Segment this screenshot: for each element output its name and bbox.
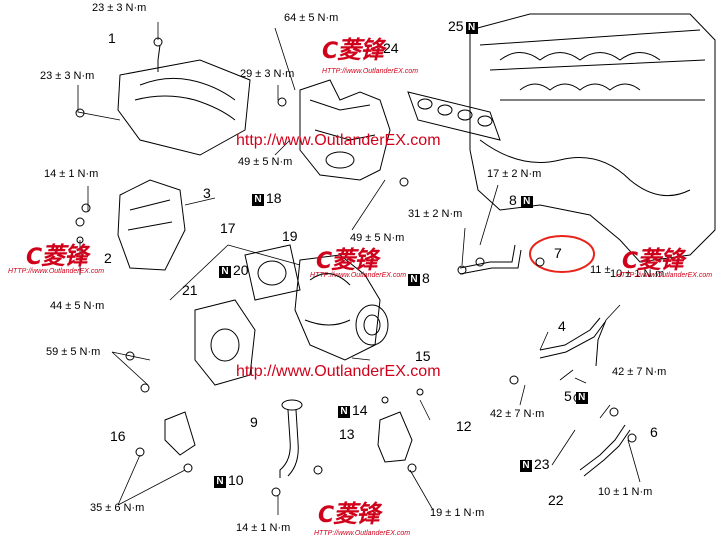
oil-pipe-7 [459,244,522,275]
watermark-logo: C菱锋 [26,242,88,270]
heat-protector-1 [117,44,251,156]
water-hose-13 [377,411,413,463]
torque-label: 64 ± 5 N·m [284,12,339,24]
torque-label: 42 ± 7 N·m [612,366,667,378]
bracket-16 [164,411,196,456]
part-number: 14 [352,402,368,418]
torque-label: 31 ± 2 N·m [408,208,463,220]
part-number-with-n: 8 N [509,192,535,208]
part-number: 12 [456,418,472,434]
part-number: 10 [228,472,244,488]
torque-label: 44 ± 5 N·m [50,300,105,312]
n-marker-icon: N [252,194,264,206]
torque-label: 11 ± [590,264,611,276]
watermark-logo: C菱锋 [622,246,684,274]
watermark-url-small: HTTP://www.OutlanderEX.com [8,268,105,275]
watermark-brand: 菱锋 [41,242,88,270]
torque-label: 23 ± 3 N·m [40,70,95,82]
watermark-logo: C菱锋 [322,36,384,64]
part-number: 16 [110,428,126,444]
torque-label: 14 ± 1 N·m [44,168,99,180]
part-number: 4 [558,318,566,334]
engine-block [469,13,716,263]
torque-label: 17 ± 2 N·m [487,168,542,180]
n-marker-icon: N [520,460,532,472]
torque-label: 49 ± 5 N·m [350,232,405,244]
part-number: 2 [104,250,112,266]
part-number: 22 [548,492,564,508]
torque-label: 10 ± 1 N·m [598,486,653,498]
watermark-url: http://www.OutlanderEX.com [236,363,441,380]
torque-label: 10 ± 1 N·m [610,268,665,280]
watermark-url-small: HTTP://www.OutlanderEX.com [616,272,713,279]
watermark-brand: 菱锋 [331,246,378,274]
part-number: 9 [250,414,258,430]
part-number: 8 [422,270,430,286]
watermark-url-small: HTTP://www.OutlanderEX.com [310,272,407,279]
torque-label: 29 ± 3 N·m [240,68,295,80]
part-number: 5 [564,388,572,404]
torque-label: 35 ± 6 N·m [90,502,145,514]
watermark-url-small: HTTP://www.OutlanderEX.com [314,530,411,537]
turbocharger-19 [294,254,389,361]
water-pipe-4 [539,317,607,367]
exhaust-fitting-21 [194,299,256,386]
part-number: 1 [108,30,116,46]
torque-label: 14 ± 1 N·m [236,522,291,534]
part-number: 3 [203,185,211,201]
water-pipe-22 [579,424,631,477]
part-number: 15 [415,348,431,364]
part-number: 20 [233,262,249,278]
highlight-circle [529,235,595,273]
n-marker-icon: N [408,274,420,286]
part-number: 24 [383,40,399,56]
part-number: 7 [554,245,562,261]
part-number-with-n: 5 N [564,388,590,404]
torque-label: 42 ± 7 N·m [490,408,545,420]
n-marker-icon: N [214,476,226,488]
n-marker-icon: N [338,406,350,418]
n-marker-icon: N [520,196,533,208]
watermark-brand: 菱锋 [637,246,684,274]
n-marker-icon: N [465,22,478,34]
part-number: 17 [220,220,236,236]
leader-lines [77,22,641,515]
part-number: 21 [182,282,198,298]
torque-label: 49 ± 5 N·m [238,156,293,168]
watermark-brand: 菱锋 [333,500,380,528]
oil-pipe-9-10 [279,399,303,478]
part-number: 13 [339,426,355,442]
gasket-25 [407,91,501,141]
watermark-url: http://www.OutlanderEX.com [236,132,441,149]
watermark-logo: C菱锋 [318,500,380,528]
gasket-20 [244,244,301,301]
part-number: 19 [282,228,298,244]
watermark-logo: C菱锋 [316,246,378,274]
torque-label: 23 ± 3 N·m [92,2,147,14]
part-number: 23 [534,456,550,472]
part-number: 8 [509,192,517,208]
torque-label: 59 ± 5 N·m [46,346,101,358]
part-number: 18 [266,190,282,206]
n-marker-icon: N [219,266,231,278]
n-marker-icon: N [575,392,588,404]
part-number: 25 [448,18,464,34]
torque-label: 19 ± 1 N·m [430,507,485,519]
part-number: 6 [650,424,658,440]
heat-protector-3 [117,179,186,271]
exhaust-manifold-24 [299,79,391,181]
watermark-brand: 菱锋 [337,36,384,64]
watermark-url-small: HTTP://www.OutlanderEX.com [322,68,419,75]
